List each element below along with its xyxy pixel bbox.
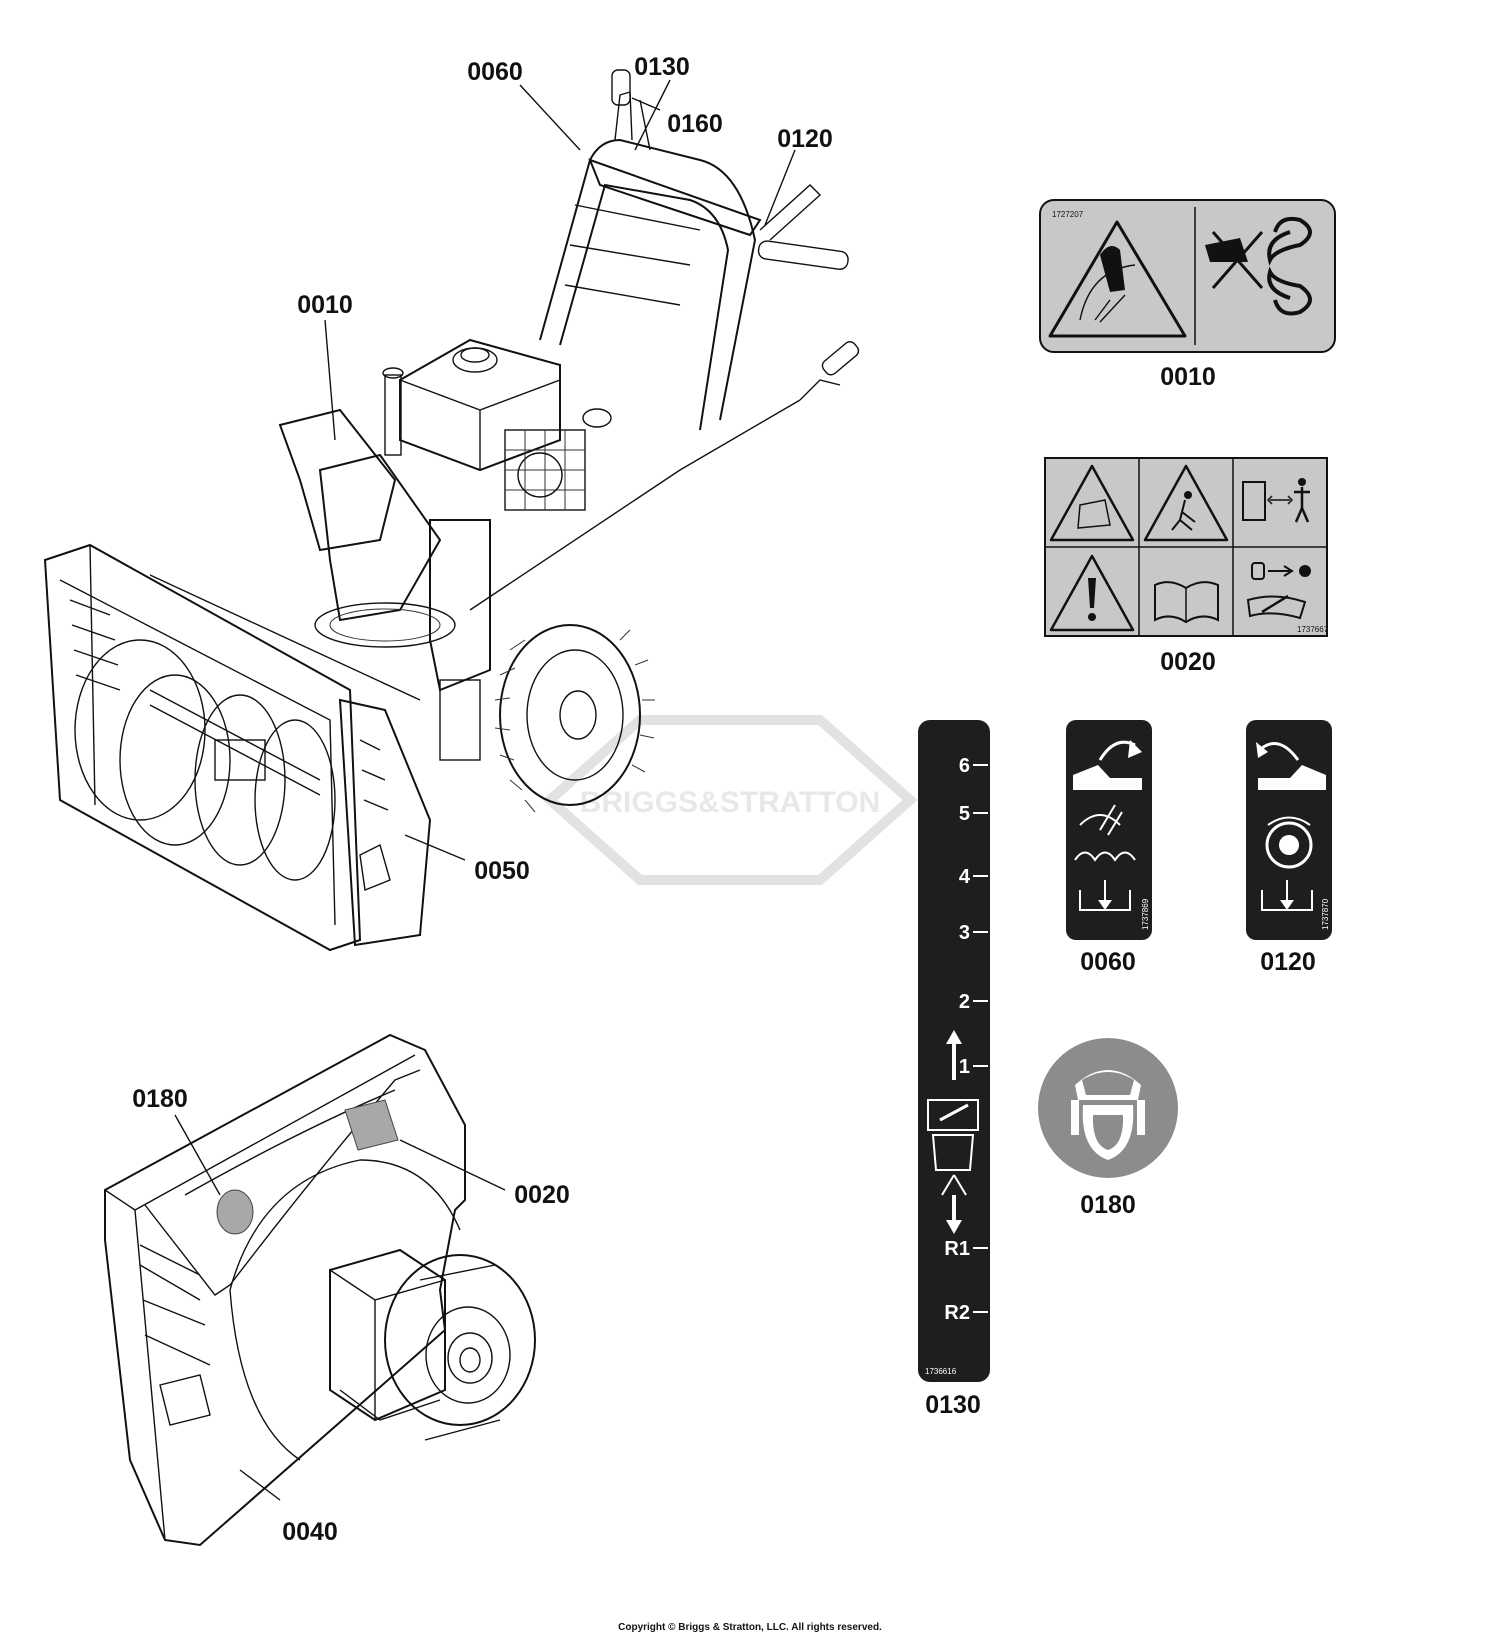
gear-label-r1: R1 [944,1238,970,1260]
decal-0020: 1737667 [1044,457,1329,637]
decal-label-0060: 0060 [1080,948,1136,976]
decal-0060: 1737869 [1066,720,1152,940]
gear-label-1: 1 [959,1056,970,1078]
prohibited-x-icon [1211,231,1264,289]
part-number-0020: 1737667 [1297,625,1329,634]
part-number-0120: 1737870 [1321,898,1330,930]
rotating-auger-icon [1267,216,1312,266]
decal-label-0130: 0130 [925,1391,981,1419]
callout-0050: 0050 [474,857,530,885]
callout-0010: 0010 [297,291,353,319]
decal-label-0010: 0010 [1160,363,1216,391]
decal-label-0020: 0020 [1160,648,1216,676]
auger-warning-triangle-icon [1049,464,1135,542]
watermark-text: BRIGGS&STRATTON [580,786,881,819]
gear-label-2: 2 [959,991,970,1013]
drive-wheel-icon [1265,821,1313,869]
decal-0010: 1727207 [1039,199,1336,353]
manual-book-icon [1154,581,1219,624]
drive-lever-icon [1258,765,1326,790]
gear-label-4: 4 [959,866,971,888]
part-number-0130: 1736616 [925,1367,957,1376]
callout-0180: 0180 [132,1085,188,1113]
machine-icon [1242,481,1266,521]
part-number-0010: 1727207 [1052,210,1084,219]
gear-label-6: 6 [959,755,970,777]
snowblower-illustration [43,69,860,952]
copyright-notice: Copyright © Briggs & Stratton, LLC. All … [618,1622,882,1633]
decal-0180 [1038,1038,1178,1178]
person-icon [1298,478,1306,486]
part-number-0060: 1737869 [1141,898,1150,930]
service-manual-icon [1246,595,1307,620]
decal-label-0120: 0120 [1260,948,1316,976]
callout-0130: 0130 [634,53,690,81]
auger-housing-detail [104,1033,536,1547]
callout-0160: 0160 [667,110,723,138]
decal-0120: 1737870 [1246,720,1332,940]
callout-0020: 0020 [514,1181,570,1209]
gear-label-5: 5 [959,803,970,825]
gear-label-r2: R2 [944,1302,970,1324]
hand-icon [1205,238,1248,262]
callout-leaders-detail [174,1114,506,1501]
callout-leaders-main [324,79,796,861]
key-icon [1251,562,1265,580]
control-lever-icon [1073,765,1142,790]
callout-0060: 0060 [467,58,523,86]
callout-0040: 0040 [282,1518,338,1546]
gear-label-3: 3 [959,922,970,944]
snowblower-top-icon [927,1099,979,1131]
exclamation-triangle-icon [1049,554,1135,632]
briggs-stratton-watermark: BRIGGS&STRATTON [542,715,918,885]
callout-0120: 0120 [777,125,833,153]
thrown-object-triangle-icon [1143,464,1229,542]
warning-triangle-icon [1048,220,1187,338]
decal-label-0180: 0180 [1080,1191,1136,1219]
